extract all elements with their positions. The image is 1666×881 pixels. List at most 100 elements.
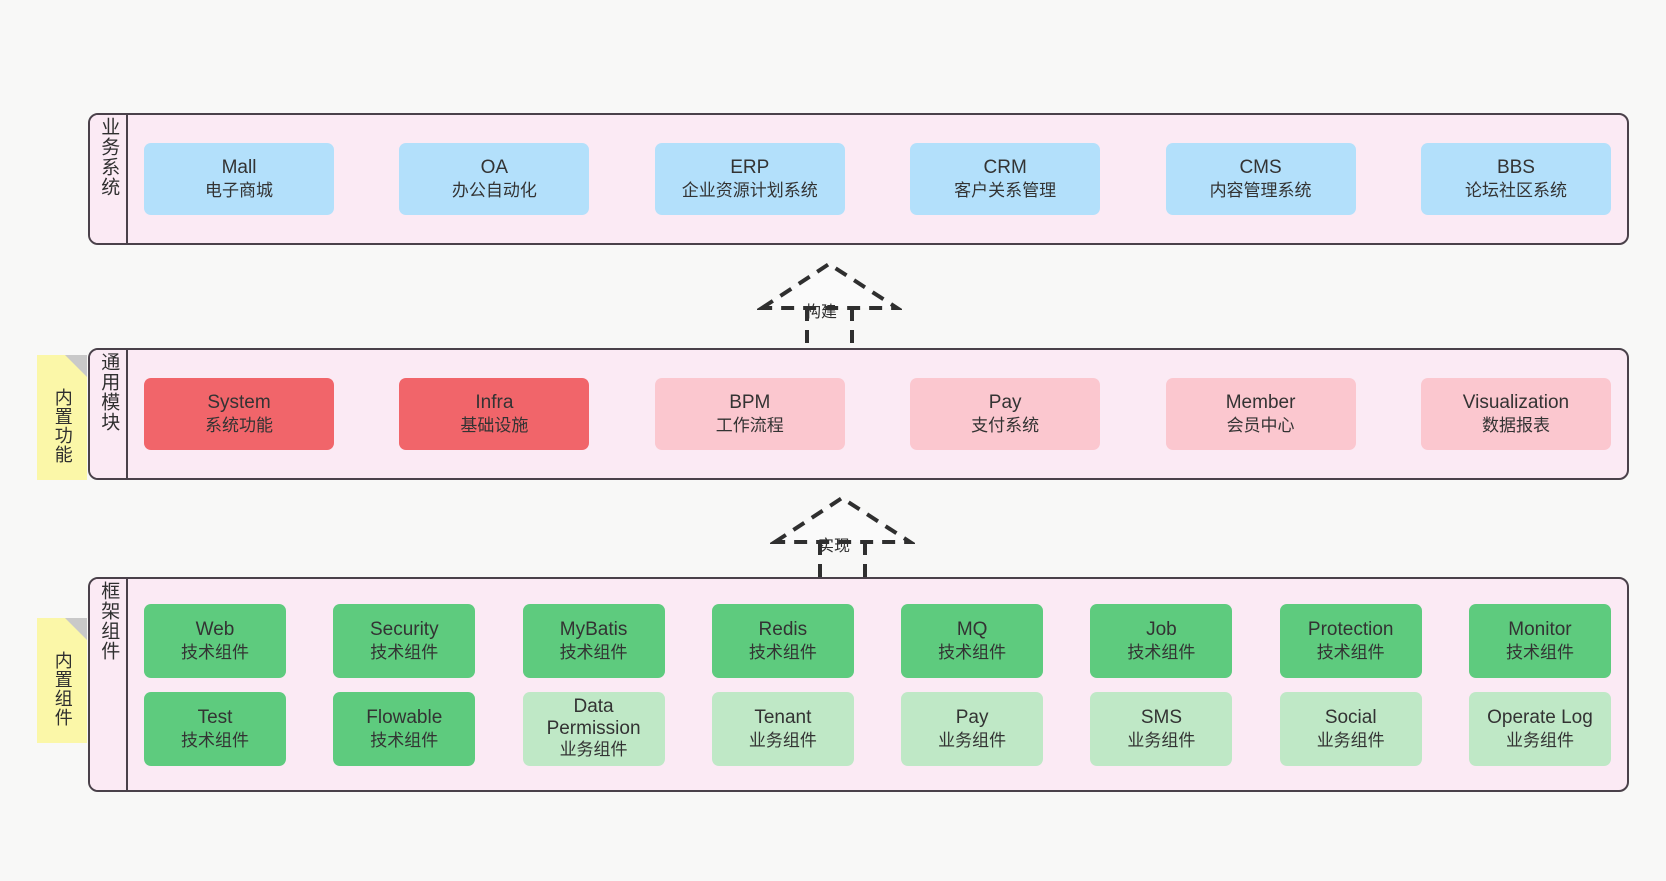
node-title: Visualization [1462,392,1570,414]
node-title: Infra [475,392,514,414]
node-social[interactable]: Social 业务组件 [1279,691,1422,766]
note-text: 内置组件 [52,650,73,727]
node-operate-log[interactable]: Operate Log 业务组件 [1468,691,1611,766]
node-title: Tenant [754,706,812,728]
node-flowable[interactable]: Flowable 技术组件 [333,691,476,766]
node-title: Operate Log [1487,706,1593,728]
node-mq[interactable]: MQ 技术组件 [901,603,1044,678]
node-data-permission[interactable]: Data Permission 业务组件 [522,691,665,766]
node-row: Mall 电子商城 OA 办公自动化 ERP 企业资源计划系统 CRM 客户关系… [144,143,1611,215]
note-text: 内置功能 [52,387,73,464]
layer-title-business-system: 业务系统 [90,115,128,243]
node-pay[interactable]: Pay 支付系统 [910,378,1101,450]
node-subtitle: 内容管理系统 [1209,181,1312,201]
connector-build-label: 构建 [805,304,838,321]
node-subtitle: 技术组件 [559,642,628,662]
node-subtitle: 技术组件 [370,642,439,662]
layer-business-system: 业务系统 Mall 电子商城 OA 办公自动化 ERP 企业资源计划系统 CRM [88,113,1629,245]
node-title: Security [369,618,439,640]
connector-implement-shape [768,495,917,580]
node-subtitle: 系统功能 [205,416,273,436]
node-title: BBS [1496,157,1535,179]
node-subtitle: 会员中心 [1226,416,1295,436]
node-row: Test 技术组件 Flowable 技术组件 Data Permission … [144,691,1611,766]
node-erp[interactable]: ERP 企业资源计划系统 [654,143,845,215]
layer-title-text: 通用模块 [98,352,120,432]
node-title: MQ [956,618,988,640]
layer-body-framework-component: Web 技术组件 Security 技术组件 MyBatis 技术组件 Redi… [128,579,1627,790]
node-title: Pay [988,392,1022,414]
node-crm[interactable]: CRM 客户关系管理 [910,143,1101,215]
node-visualization[interactable]: Visualization 数据报表 [1420,378,1611,450]
note-builtin-function: 内置功能 [37,355,87,480]
node-title: Social [1324,706,1377,728]
node-subtitle: 技术组件 [938,642,1007,662]
note-builtin-component: 内置组件 [37,618,87,743]
node-subtitle: 数据报表 [1481,416,1550,436]
node-subtitle: 技术组件 [1127,642,1196,662]
node-job[interactable]: Job 技术组件 [1090,603,1233,678]
node-title: Web [195,618,235,640]
node-subtitle: 业务组件 [938,730,1007,750]
node-title: Mall [221,157,257,179]
node-subtitle: 业务组件 [1316,730,1385,750]
node-title: CMS [1239,157,1282,179]
node-subtitle: 工作流程 [715,416,784,436]
node-oa[interactable]: OA 办公自动化 [399,143,590,215]
connector-implement: 实现 [768,492,917,582]
layer-title-text: 业务系统 [98,117,120,197]
node-row: Web 技术组件 Security 技术组件 MyBatis 技术组件 Redi… [144,603,1611,678]
node-subtitle: 技术组件 [181,642,249,662]
node-title: SMS [1140,706,1182,728]
node-mybatis[interactable]: MyBatis 技术组件 [522,603,665,678]
node-pay-business[interactable]: Pay 业务组件 [901,691,1044,766]
node-title: Data Permission [546,696,641,739]
node-mall[interactable]: Mall 电子商城 [144,143,334,215]
note-fold-corner [65,355,87,377]
node-subtitle: 技术组件 [181,730,249,750]
node-cms[interactable]: CMS 内容管理系统 [1165,143,1356,215]
node-subtitle: 办公自动化 [451,181,537,201]
node-subtitle: 技术组件 [1505,642,1574,662]
node-bbs[interactable]: BBS 论坛社区系统 [1420,143,1611,215]
node-redis[interactable]: Redis 技术组件 [711,603,854,678]
node-system[interactable]: System 系统功能 [144,378,334,450]
node-monitor[interactable]: Monitor 技术组件 [1468,603,1611,678]
node-subtitle: 业务组件 [748,730,817,750]
node-subtitle: 论坛社区系统 [1464,181,1567,201]
node-title: CRM [983,157,1027,179]
node-title: Protection [1307,618,1394,640]
node-protection[interactable]: Protection 技术组件 [1279,603,1422,678]
node-subtitle: 技术组件 [1316,642,1385,662]
node-bpm[interactable]: BPM 工作流程 [654,378,845,450]
node-title: Pay [955,706,989,728]
node-test[interactable]: Test 技术组件 [144,691,286,766]
node-tenant[interactable]: Tenant 业务组件 [711,691,854,766]
node-infra[interactable]: Infra 基础设施 [399,378,590,450]
node-subtitle: 业务组件 [1505,730,1574,750]
connector-build: 构建 [755,258,904,348]
node-title: Flowable [366,706,443,728]
layer-body-common-module: System 系统功能 Infra 基础设施 BPM 工作流程 Pay 支付系统… [128,350,1627,478]
node-subtitle: 业务组件 [559,739,628,759]
node-title: System [207,392,271,414]
node-title: Test [197,706,233,728]
node-web[interactable]: Web 技术组件 [144,603,286,678]
node-title: ERP [730,157,770,179]
node-subtitle: 支付系统 [971,416,1040,436]
node-title: Member [1225,392,1296,414]
node-member[interactable]: Member 会员中心 [1165,378,1356,450]
node-row: System 系统功能 Infra 基础设施 BPM 工作流程 Pay 支付系统… [144,378,1611,450]
node-security[interactable]: Security 技术组件 [333,603,476,678]
node-sms[interactable]: SMS 业务组件 [1090,691,1233,766]
layer-body-business-system: Mall 电子商城 OA 办公自动化 ERP 企业资源计划系统 CRM 客户关系… [128,115,1627,243]
node-title: BPM [729,392,771,414]
node-subtitle: 业务组件 [1127,730,1196,750]
node-title: Job [1146,618,1177,640]
layer-common-module: 通用模块 System 系统功能 Infra 基础设施 BPM 工作流程 Pay [88,348,1629,480]
node-subtitle: 客户关系管理 [954,181,1057,201]
node-subtitle: 技术组件 [370,730,439,750]
node-subtitle: 企业资源计划系统 [681,181,818,201]
layer-title-framework-component: 框架组件 [90,579,128,790]
